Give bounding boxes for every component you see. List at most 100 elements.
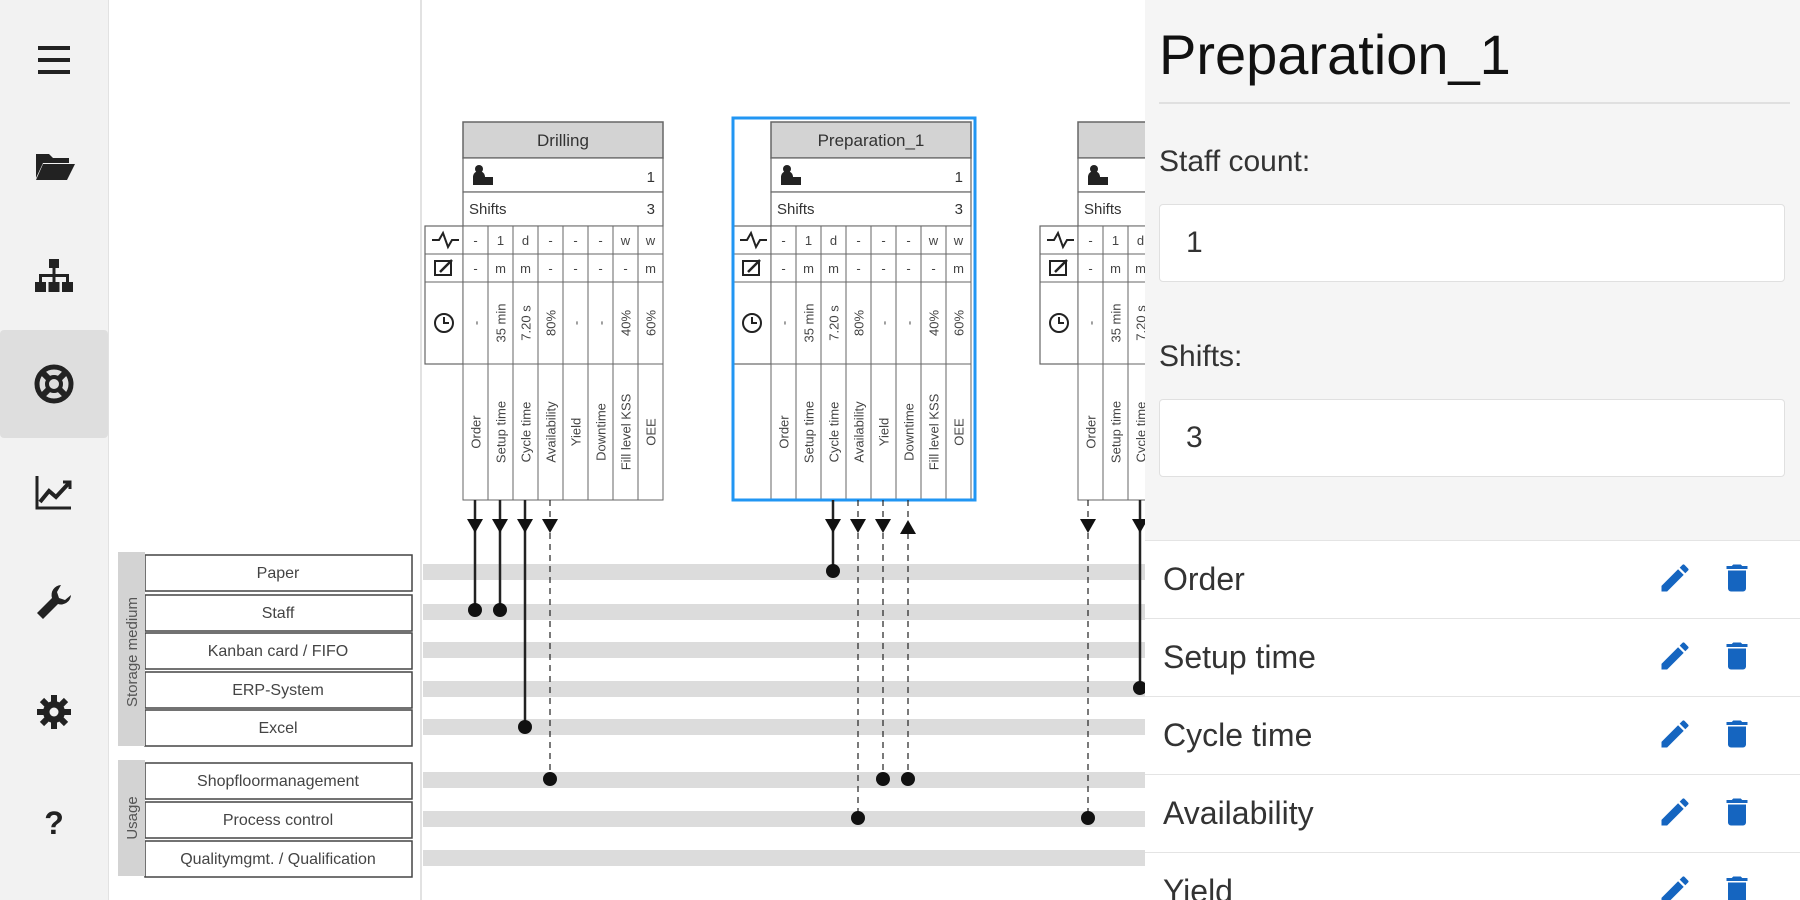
lane-label-box[interactable]: [144, 840, 413, 878]
pencil-icon[interactable]: [1657, 716, 1693, 752]
trash-icon[interactable]: [1719, 794, 1755, 830]
kpi-connector[interactable]: [467, 500, 483, 617]
kpi-column[interactable]: ---Order: [770, 225, 797, 501]
kpi-column[interactable]: ---Yield: [870, 225, 897, 501]
lane-label: Kanban card / FIFO: [208, 643, 349, 660]
usage-group-label: Usage: [124, 796, 141, 839]
kpi-column[interactable]: ---Order: [1077, 225, 1104, 501]
svg-text:-: -: [906, 233, 910, 248]
kpi-column[interactable]: w-40%Fill level KSS: [920, 225, 947, 501]
kpi-connector[interactable]: [825, 500, 841, 578]
shifts-label: Shifts: [1084, 201, 1122, 218]
svg-text:m: m: [645, 261, 656, 276]
pencil-icon[interactable]: [1657, 638, 1693, 674]
trash-icon[interactable]: [1719, 560, 1755, 596]
sidebar-gear-button[interactable]: [0, 658, 108, 766]
staff-count-input[interactable]: [1159, 204, 1785, 282]
svg-text:-: -: [931, 261, 935, 276]
kpi-list-item[interactable]: Availability: [1145, 774, 1800, 852]
kpi-connector[interactable]: [1132, 500, 1145, 695]
lane-label: Staff: [262, 605, 295, 622]
lane-label-box[interactable]: [144, 801, 413, 839]
kpi-connector[interactable]: [492, 500, 508, 617]
svg-text:-: -: [548, 261, 552, 276]
sidebar-line-chart-button[interactable]: [0, 439, 108, 547]
kpi-name: Cycle time: [1163, 717, 1313, 753]
pencil-icon[interactable]: [1657, 560, 1693, 596]
kpi-column[interactable]: ---Yield: [562, 225, 589, 501]
kpi-connector[interactable]: [900, 500, 916, 786]
staff-icon: [473, 165, 493, 185]
kpi-connector[interactable]: [517, 500, 533, 734]
kpi-list-item[interactable]: Yield: [1145, 852, 1800, 900]
wrench-icon: [37, 585, 71, 619]
kpi-list-item[interactable]: Order: [1145, 540, 1800, 618]
sidebar-menu-button[interactable]: [0, 6, 108, 114]
kpi-connector[interactable]: [875, 500, 891, 786]
help-icon: ?: [44, 805, 64, 841]
sidebar: ?: [0, 0, 109, 900]
sidebar-wrench-button[interactable]: [0, 548, 108, 656]
sidebar-help-button[interactable]: ?: [0, 768, 108, 876]
svg-text:7.20 s: 7.20 s: [827, 305, 842, 341]
svg-text:Fill level KSS: Fill level KSS: [927, 393, 942, 470]
svg-text:?: ?: [44, 805, 64, 841]
kpi-column[interactable]: ---Order: [462, 225, 489, 501]
lane-label-box[interactable]: [144, 554, 413, 592]
properties-panel: Preparation_1 Staff count: Shifts: Order…: [1145, 0, 1800, 900]
process-name: Preparation_1: [818, 131, 925, 150]
kpi-list-item[interactable]: Cycle time: [1145, 696, 1800, 774]
svg-text:-: -: [594, 321, 609, 325]
svg-text:-: -: [906, 261, 910, 276]
kpi-connector[interactable]: [542, 500, 558, 786]
kpi-column[interactable]: --80%Availability: [845, 225, 872, 501]
edit-frequency-icon: [1049, 260, 1067, 276]
svg-text:OEE: OEE: [952, 418, 967, 446]
trash-icon[interactable]: [1719, 872, 1755, 900]
trash-icon[interactable]: [1719, 638, 1755, 674]
svg-text:-: -: [877, 321, 892, 325]
svg-text:-: -: [856, 233, 860, 248]
shifts-input[interactable]: [1159, 399, 1785, 477]
sidebar-folder-open-button[interactable]: [0, 111, 108, 219]
kpi-connector[interactable]: [1080, 500, 1096, 825]
sidebar-sitemap-button[interactable]: [0, 222, 108, 330]
svg-text:60%: 60%: [644, 310, 659, 336]
trash-icon[interactable]: [1719, 716, 1755, 752]
kpi-column[interactable]: --80%Availability: [537, 225, 564, 501]
kpi-list-item[interactable]: Setup time: [1145, 618, 1800, 696]
shifts-label: Shifts:: [1159, 340, 1243, 373]
edit-frequency-icon: [742, 260, 760, 276]
staff-icon: [781, 165, 801, 185]
sidebar-lifebuoy-button[interactable]: [0, 330, 108, 438]
svg-text:-: -: [1084, 321, 1099, 325]
svg-text:35 min: 35 min: [802, 303, 817, 342]
lane-label: Process control: [223, 812, 333, 829]
kpi-name: Setup time: [1163, 639, 1316, 675]
svg-text:Availability: Availability: [544, 401, 559, 463]
lane-label-box[interactable]: [144, 594, 413, 632]
svg-text:Yield: Yield: [569, 418, 584, 446]
svg-text:40%: 40%: [619, 310, 634, 336]
pencil-icon[interactable]: [1657, 794, 1693, 830]
kpi-column[interactable]: w-40%Fill level KSS: [612, 225, 639, 501]
svg-text:m: m: [803, 261, 814, 276]
kpi-column[interactable]: ---Downtime: [895, 225, 922, 501]
kpi-connector[interactable]: [850, 500, 866, 825]
svg-text:d: d: [522, 233, 529, 248]
kpi-column[interactable]: ---Downtime: [587, 225, 614, 501]
pencil-icon[interactable]: [1657, 872, 1693, 900]
